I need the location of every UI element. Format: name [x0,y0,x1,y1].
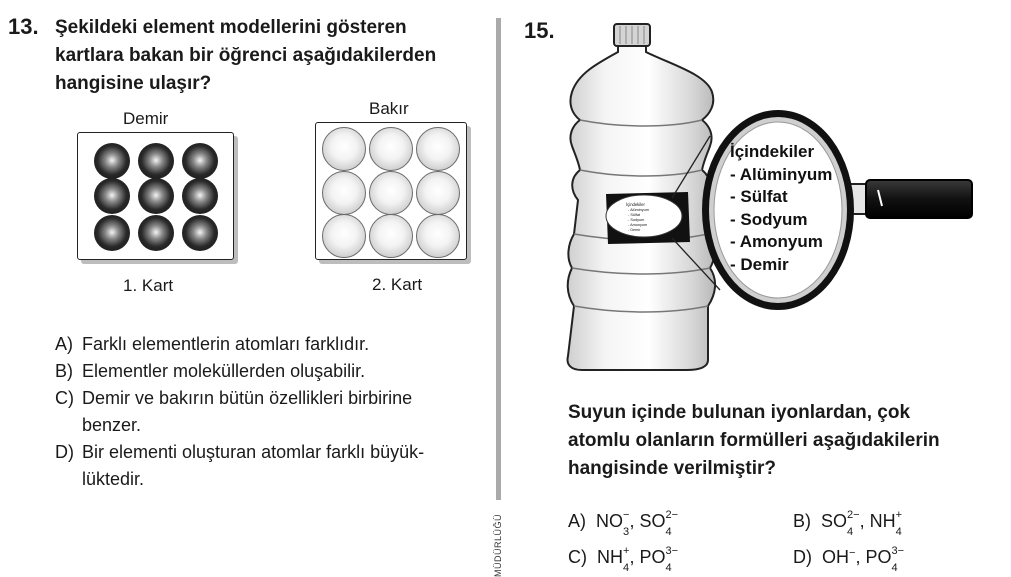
bottle-magnifier-illustration: İçindekiler - Alüminyum - Sülfat - Sodyu… [566,23,973,371]
magnifier-content: İçindekiler - Alüminyum - Sülfat - Sodyu… [730,141,832,276]
question-13-line-1: Şekildeki element modellerini gösteren [55,17,407,38]
copper-atom [416,127,460,171]
option-d-label: D) [793,547,812,567]
card2-title: Bakır [369,99,409,118]
bottle-small-label: İçindekiler - Alüminyum - Sülfat - Sodyu… [605,192,690,244]
magnifier-title: İçindekiler [730,142,815,161]
formula-no3: NO−3 [596,509,630,538]
question-13-number: 13. [8,14,39,39]
small-label-item: - Alüminyum [628,208,649,212]
ingredient-item: - Demir [730,254,789,274]
ingredient-item: - Sodyum [730,209,808,229]
card-1-iron [77,132,234,260]
question-13-line-2: kartlara bakan bir öğrenci aşağıdakilerd… [55,45,437,66]
option-a-label: A) [568,511,586,531]
iron-atom [182,215,218,251]
option-b-label: B) [793,511,811,531]
formula-oh: OH− [822,547,856,567]
small-label-item: - Sodyum [628,218,644,222]
iron-atom [138,143,174,179]
option-d[interactable]: D) OH−, PO3−4 [793,545,905,574]
question-13-line-3: hangisine ulaşır? [55,73,212,94]
copper-atom [369,214,413,258]
copper-atom [322,127,366,171]
option-c[interactable]: C) Demir ve bakırın bütün özellikleri bi… [55,385,485,439]
card2-caption: 2. Kart [372,275,423,294]
column-divider [496,18,501,500]
copper-atom [322,214,366,258]
question-15-text: Suyun içinde bulunan iyonlardan, çok ato… [568,399,998,483]
ingredient-item: - Sülfat [730,187,788,206]
option-b-label: B) [55,361,73,381]
card-2-copper [315,122,467,260]
small-label-item: - Sülfat [628,213,641,217]
card1-caption: 1. Kart [123,276,174,295]
option-c-text-2: benzer. [82,415,142,435]
question-15-line-2: atomlu olanların formülleri aşağıdakiler… [568,430,940,451]
option-b-text: Elementler moleküllerden oluşabilir. [82,361,366,381]
option-a[interactable]: A) Farklı elementlerin atomları farklıdı… [55,331,485,358]
option-a-label: A) [55,334,73,354]
option-c-label: C) [55,388,74,408]
formula-po4: PO3−4 [639,545,679,574]
question-13-text: Şekildeki element modellerini gösteren k… [55,14,485,98]
magnifier-handle [849,179,973,219]
iron-atom [94,178,130,214]
option-d[interactable]: D) Bir elementi oluşturan atomlar farklı… [55,439,485,493]
formula-so4: SO2−4 [821,509,860,538]
option-d-text-1: Bir elementi oluşturan atomlar farklı bü… [82,442,425,462]
magnifier-lens [702,110,854,310]
iron-atom [94,215,130,251]
option-d-text-2: lüktedir. [82,469,145,489]
option-c-text-1: Demir ve bakırın bütün özellikleri birbi… [82,388,413,408]
formula-po4: PO3−4 [865,545,905,574]
copper-atom [369,171,413,215]
formula-nh4: NH+4 [597,545,630,574]
question-15-line-3: hangisinde verilmiştir? [568,458,776,479]
iron-atom [138,178,174,214]
formula-so4: SO2−4 [639,509,679,538]
iron-atom [182,143,218,179]
magnifier-zoom-lines [671,135,721,291]
copper-atom [369,127,413,171]
bottle-cap [613,23,651,47]
iron-atom [138,215,174,251]
side-vertical-text: MÜDÜRLÜĞÜ [493,514,503,577]
ingredient-item: - Alüminyum [730,164,833,184]
option-c[interactable]: C) NH+4, PO3−4 [568,545,679,574]
small-label-item: - Amonyum [628,223,647,227]
copper-atom [416,171,460,215]
option-a[interactable]: A) NO−3, SO2−4 [568,509,679,538]
option-b[interactable]: B) Elementler moleküllerden oluşabilir. [55,358,485,385]
card1-title: Demir [123,109,169,128]
question-15-line-1: Suyun içinde bulunan iyonlardan, çok [568,402,911,423]
question-15-number: 15. [524,18,555,43]
iron-atom [182,178,218,214]
copper-atom [416,214,460,258]
option-b[interactable]: B) SO2−4, NH+4 [793,509,903,538]
option-a-text: Farklı elementlerin atomları farklıdır. [82,334,370,354]
ingredient-item: - Amonyum [730,232,823,251]
copper-atom [322,171,366,215]
option-c-label: C) [568,547,587,567]
formula-nh4: NH+4 [869,509,903,538]
option-d-label: D) [55,442,74,462]
small-label-title: İçindekiler [626,202,645,207]
small-label-item: - Demir [628,228,641,232]
iron-atom [94,143,130,179]
question-13-options: A) Farklı elementlerin atomları farklıdı… [55,331,485,493]
